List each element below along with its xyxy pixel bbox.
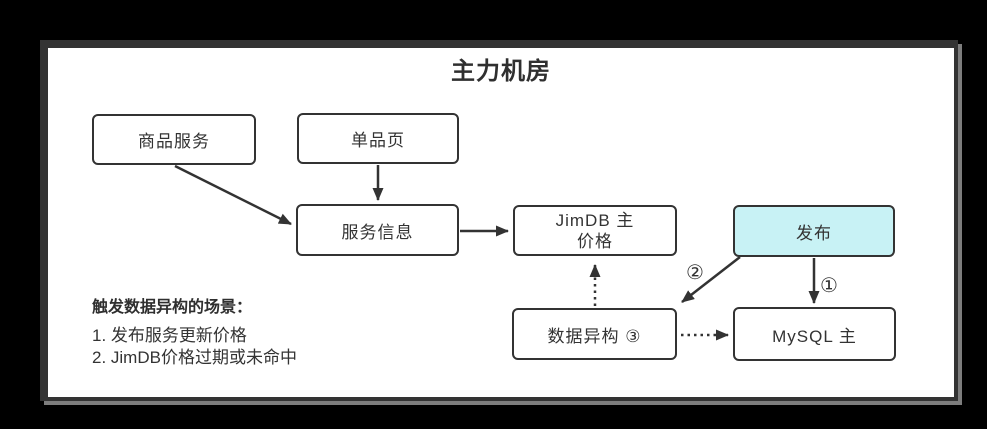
box-publish-label: 发布 <box>796 223 832 243</box>
box-product-service: 商品服务 <box>92 114 256 165</box>
arrow-step-1-label: ① <box>820 275 838 297</box>
box-jimdb-label-line1: JimDB 主 <box>555 210 635 230</box>
arrow-step-2-label: ② <box>686 262 704 284</box>
box-data-heterogeneity-label: 数据异构 ③ <box>547 326 642 346</box>
box-product-service-label: 商品服务 <box>138 132 210 151</box>
notes-item-2: 2. JimDB价格过期或未命中 <box>92 348 297 367</box>
box-mysql-master: MySQL 主 <box>733 307 896 361</box>
box-data-heterogeneity: 数据异构 ③ <box>512 308 677 360</box>
diagram-title: 主力机房 <box>451 58 551 85</box>
box-jimdb-label-line2: 价格 <box>577 231 613 251</box>
box-item-page-label: 单品页 <box>351 131 405 150</box>
box-jimdb-master-price: JimDB 主 价格 <box>513 205 677 256</box>
box-service-info-label: 服务信息 <box>341 222 414 242</box>
notes-heading: 触发数据异构的场景： <box>92 299 253 316</box>
notes-item-1: 1. 发布服务更新价格 <box>92 326 247 345</box>
box-mysql-master-label: MySQL 主 <box>772 326 857 346</box>
box-service-info: 服务信息 <box>296 204 459 256</box>
box-item-page: 单品页 <box>297 113 459 164</box>
box-publish: 发布 <box>733 205 895 257</box>
